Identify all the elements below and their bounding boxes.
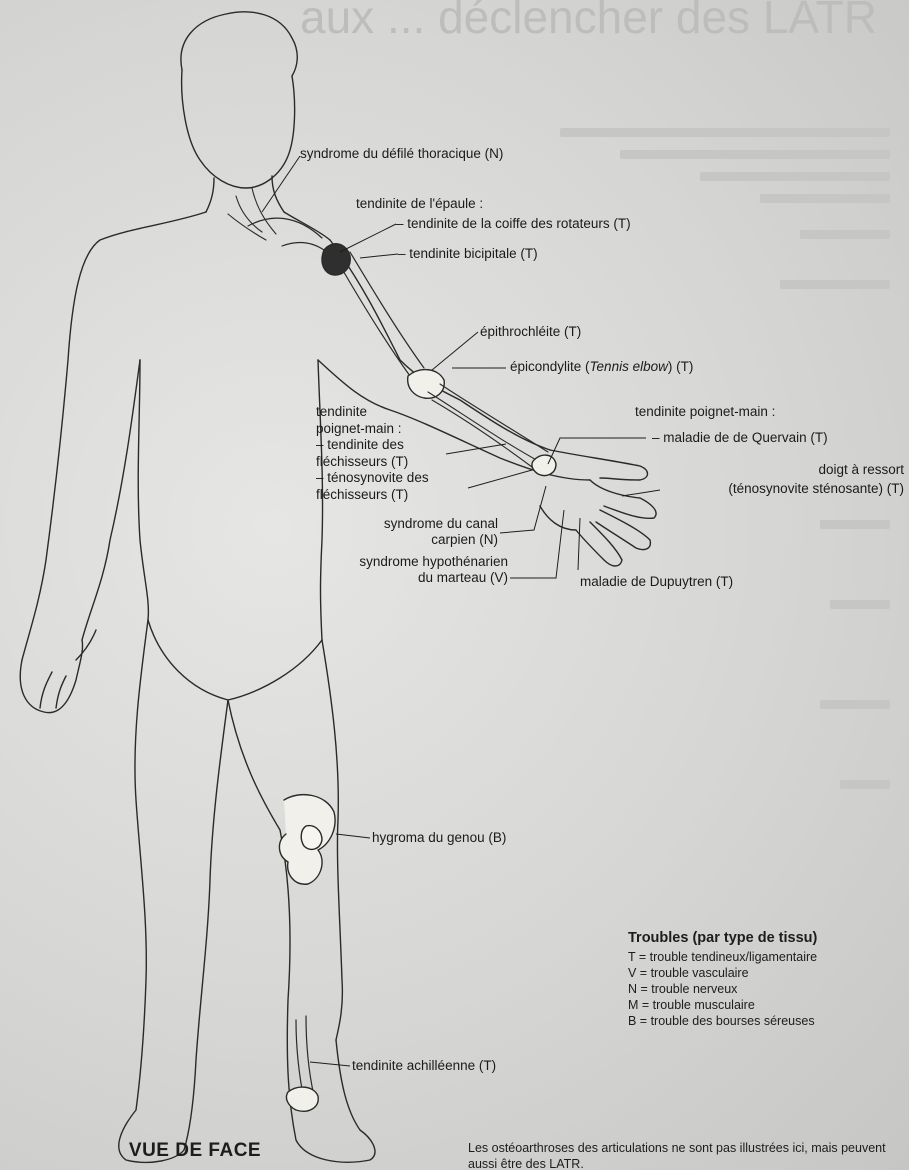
- radius-ulna: [428, 384, 548, 470]
- left-fingers: [40, 672, 66, 708]
- legend-title: Troubles (par type de tissu): [628, 930, 909, 946]
- epicondylitis-prefix: épicondylite (: [510, 359, 590, 374]
- left-hand: [20, 640, 82, 713]
- leader-achilles: [310, 1062, 350, 1066]
- ankle-bones: [286, 1087, 318, 1111]
- left-shoulder-arm-outer: [22, 212, 206, 660]
- clavicle-scapula: [248, 218, 324, 250]
- epicondylitis-suffix: ) (T): [668, 359, 693, 374]
- label-epitrochleitis: épithrochléite (T): [480, 324, 581, 340]
- leader-trigger-finger: [622, 490, 660, 496]
- label-wrist-hand-right: tendinite poignet-main :: [635, 404, 775, 420]
- legend-item-muscle: M = trouble musculaire: [628, 997, 909, 1013]
- left-leg-inner: [184, 700, 228, 1150]
- left-arm-inner: [82, 360, 140, 640]
- label-knee-hygroma: hygroma du genou (B): [372, 830, 506, 846]
- tennis-elbow-italic: Tennis elbow: [590, 359, 668, 374]
- label-achilles: tendinite achilléenne (T): [352, 1058, 496, 1074]
- head-outline: [182, 70, 295, 188]
- right-shoulder: [284, 212, 330, 240]
- footnote: Les ostéoarthroses des articulations ne …: [468, 1140, 908, 1170]
- crotch: [148, 620, 322, 700]
- leader-flexor-tendinitis: [446, 444, 506, 454]
- hair: [181, 12, 297, 76]
- right-hand: [540, 450, 656, 566]
- label-trigger-finger: doigt à ressort (ténosynovite sténosante…: [664, 460, 904, 498]
- leader-knee: [336, 834, 370, 838]
- label-de-quervain: – maladie de de Quervain (T): [652, 430, 828, 446]
- legend-item-tendon: T = trouble tendineux/ligamentaire: [628, 949, 909, 965]
- leader-flexor-tenosynovitis: [468, 470, 532, 488]
- legend-item-bursa: B = trouble des bourses séreuses: [628, 1013, 909, 1029]
- torso-left: [138, 360, 148, 620]
- brachial-plexus: [228, 188, 276, 240]
- left-thumb: [76, 630, 96, 660]
- legend-item-nerve: N = trouble nerveux: [628, 981, 909, 997]
- label-carpal-tunnel: syndrome du canal carpien (N): [330, 516, 498, 548]
- elbow-joint: [408, 370, 445, 399]
- label-bicipital: – tendinite bicipitale (T): [398, 246, 538, 262]
- shoulder-joint: [322, 244, 350, 275]
- leader-de-quervain: [548, 438, 646, 464]
- label-rotator-cuff: – tendinite de la coiffe des rotateurs (…: [396, 216, 631, 232]
- label-wrist-hand-left: tendinite poignet-main : – tendinite des…: [316, 404, 429, 503]
- left-leg-outer: [119, 620, 184, 1162]
- wrist-bones: [532, 455, 556, 475]
- legend: Troubles (par type de tissu) T = trouble…: [628, 930, 909, 1029]
- leader-bicipital: [360, 254, 398, 258]
- legend-item-vascular: V = trouble vasculaire: [628, 965, 909, 981]
- label-thoracic-outlet: syndrome du défilé thoracique (N): [300, 146, 503, 162]
- label-epicondylitis: épicondylite (Tennis elbow) (T): [510, 359, 693, 375]
- neck-left: [206, 178, 214, 212]
- leader-dupuytren: [578, 518, 580, 570]
- leader-rotator-cuff: [340, 224, 396, 252]
- view-title: VUE DE FACE: [80, 1140, 310, 1162]
- leader-thoracic-outlet: [262, 156, 300, 212]
- label-hypothenar: syndrome hypothénarien du marteau (V): [330, 554, 508, 586]
- label-dupuytren: maladie de Dupuytren (T): [580, 574, 733, 590]
- leader-epitrochleitis: [432, 332, 478, 370]
- leader-carpal-tunnel: [500, 486, 546, 533]
- label-shoulder-tendinitis: tendinite de l'épaule :: [356, 196, 483, 212]
